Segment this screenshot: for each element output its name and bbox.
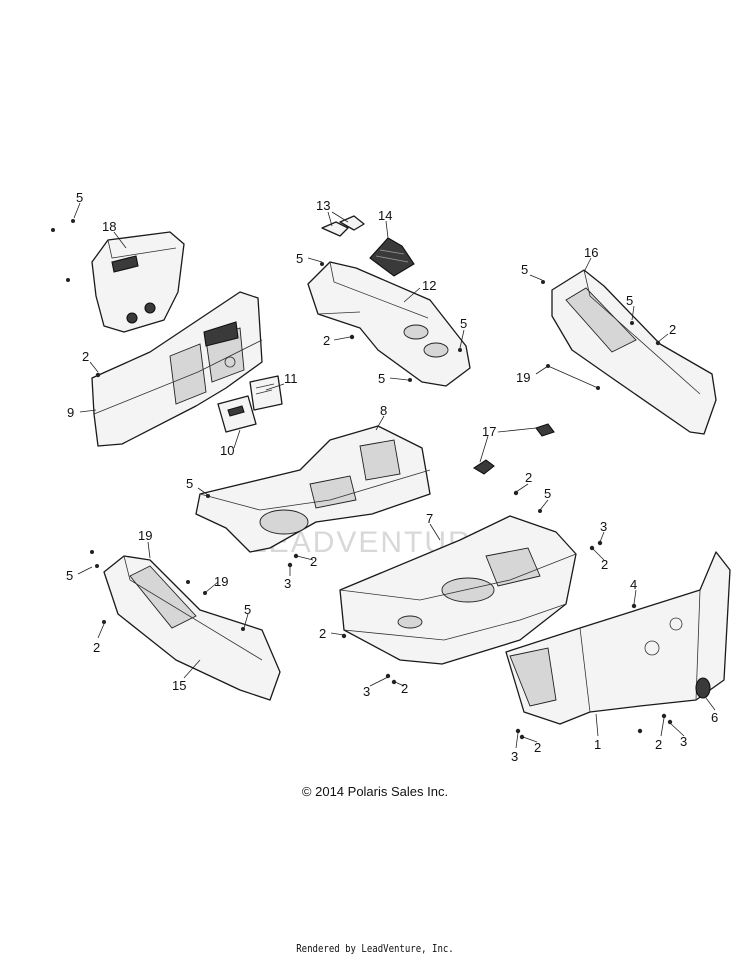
- part-17-grab-handle: [472, 423, 555, 475]
- callout-2: 2: [82, 349, 89, 364]
- callout-2: 2: [669, 322, 676, 337]
- callout-2: 2: [525, 470, 532, 485]
- callout-1: 1: [594, 737, 601, 752]
- callout-19: 19: [214, 574, 228, 589]
- callout-6: 6: [711, 710, 718, 725]
- callout-16: 16: [584, 245, 598, 260]
- callout-5: 5: [296, 251, 303, 266]
- part-7-main-floor: [339, 515, 577, 665]
- callout-15: 15: [172, 678, 186, 693]
- part-8-floor-tray: [195, 425, 431, 553]
- callout-8: 8: [380, 403, 387, 418]
- callout-17: 17: [482, 424, 496, 439]
- part-15-left-side-panel: [103, 555, 281, 701]
- callout-13: 13: [316, 198, 330, 213]
- callout-5: 5: [521, 262, 528, 277]
- callout-5: 5: [244, 602, 251, 617]
- callout-2: 2: [93, 640, 100, 655]
- callout-14: 14: [378, 208, 392, 223]
- callout-5: 5: [460, 316, 467, 331]
- callout-5: 5: [76, 190, 83, 205]
- part-9-dash-panel: [91, 291, 263, 447]
- callout-18: 18: [102, 219, 116, 234]
- callout-2: 2: [534, 740, 541, 755]
- callout-5: 5: [378, 371, 385, 386]
- callout-2: 2: [601, 557, 608, 572]
- callout-10: 10: [220, 443, 234, 458]
- callout-labels: 5 18 13 14 5 12 16 5 5 2 2 2 5 11 5 19 9…: [66, 190, 718, 764]
- callout-5: 5: [186, 476, 193, 491]
- callout-3: 3: [511, 749, 518, 764]
- callout-9: 9: [67, 405, 74, 420]
- callout-11: 11: [284, 371, 298, 386]
- callout-5: 5: [626, 293, 633, 308]
- part-14-shift-boot: [369, 237, 415, 277]
- callout-3: 3: [363, 684, 370, 699]
- callout-2: 2: [319, 626, 326, 641]
- callout-2: 2: [310, 554, 317, 569]
- part-12-center-console: [307, 261, 471, 387]
- callout-12: 12: [422, 278, 436, 293]
- part-16-right-side-panel: [551, 269, 717, 435]
- callout-2: 2: [401, 681, 408, 696]
- callout-2: 2: [323, 333, 330, 348]
- part-1-rear-floor: [505, 551, 731, 725]
- part-11-label-plate: [249, 375, 283, 411]
- callout-19: 19: [138, 528, 152, 543]
- callout-2: 2: [655, 737, 662, 752]
- part-18-console-cover: [91, 231, 185, 333]
- copyright-text: © 2014 Polaris Sales Inc.: [301, 784, 449, 799]
- leader-lines: [73, 202, 716, 749]
- callout-7: 7: [426, 511, 433, 526]
- part-10-cover-plate: [217, 395, 257, 433]
- callout-19: 19: [516, 370, 530, 385]
- callout-3: 3: [284, 576, 291, 591]
- callout-3: 3: [600, 519, 607, 534]
- callout-3: 3: [680, 734, 687, 749]
- part-6-plug: [695, 677, 711, 699]
- rendered-by-credit: Rendered by LeadVenture, Inc.: [296, 942, 454, 955]
- callout-5: 5: [544, 486, 551, 501]
- callout-5: 5: [66, 568, 73, 583]
- callout-4: 4: [630, 577, 637, 592]
